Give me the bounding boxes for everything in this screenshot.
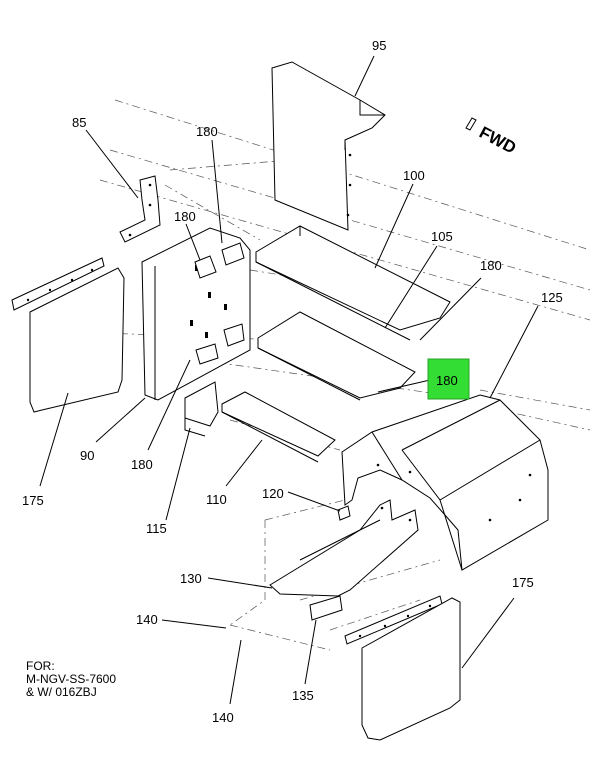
callout-180-e[interactable]: 180 [131, 457, 153, 472]
callout-180-d[interactable]: 180 [436, 373, 458, 388]
callout-140-a[interactable]: 140 [136, 612, 158, 627]
callout-175-a[interactable]: 175 [22, 493, 44, 508]
part-95-top-cover [271, 61, 386, 231]
fwd-label: FWD [476, 123, 519, 158]
callout-105[interactable]: 105 [431, 229, 453, 244]
callout-120[interactable]: 120 [262, 486, 284, 501]
part-120-clip [337, 505, 351, 521]
callout-125[interactable]: 125 [541, 290, 563, 305]
part-175-right-mudflap [344, 595, 461, 741]
part-125-fender-cover [341, 394, 549, 571]
part-175-left-mudflap [11, 257, 125, 413]
note-line-3: & W/ 016ZBJ [26, 685, 97, 699]
part-100-upper-step [255, 225, 451, 341]
note-line-2: M-NGV-SS-7600 [26, 672, 117, 686]
note-line-1: FOR: [26, 659, 55, 673]
callout-90[interactable]: 90 [80, 448, 94, 463]
highlighted-callout-box[interactable] [427, 358, 470, 400]
callout-labels: 95 85 180 180 100 105 180 125 180 90 180… [22, 38, 563, 725]
callout-175-b[interactable]: 175 [512, 575, 534, 590]
callout-110[interactable]: 110 [206, 492, 227, 507]
part-135-strap [309, 595, 343, 621]
callout-180-b[interactable]: 180 [174, 209, 196, 224]
part-115-small-bracket [184, 381, 219, 437]
callout-135[interactable]: 135 [292, 688, 314, 703]
callout-130[interactable]: 130 [180, 571, 202, 586]
callout-180-c[interactable]: 180 [480, 258, 502, 273]
part-105-middle-step [257, 311, 416, 401]
callout-85[interactable]: 85 [72, 115, 86, 130]
part-90-side-panel [141, 227, 251, 401]
forward-direction-marker: FWD [465, 117, 519, 158]
callout-100[interactable]: 100 [403, 168, 425, 183]
part-130-fender-support [269, 499, 419, 597]
callout-95[interactable]: 95 [372, 38, 386, 53]
callout-180-a[interactable]: 180 [196, 124, 218, 139]
part-85-bracket [119, 175, 161, 243]
leader-lines [39, 55, 539, 705]
applicability-note: FOR: M-NGV-SS-7600 & W/ 016ZBJ [26, 660, 116, 699]
callout-140-b[interactable]: 140 [212, 710, 234, 725]
callout-115[interactable]: 115 [146, 521, 167, 536]
part-110-lower-step [221, 391, 336, 463]
